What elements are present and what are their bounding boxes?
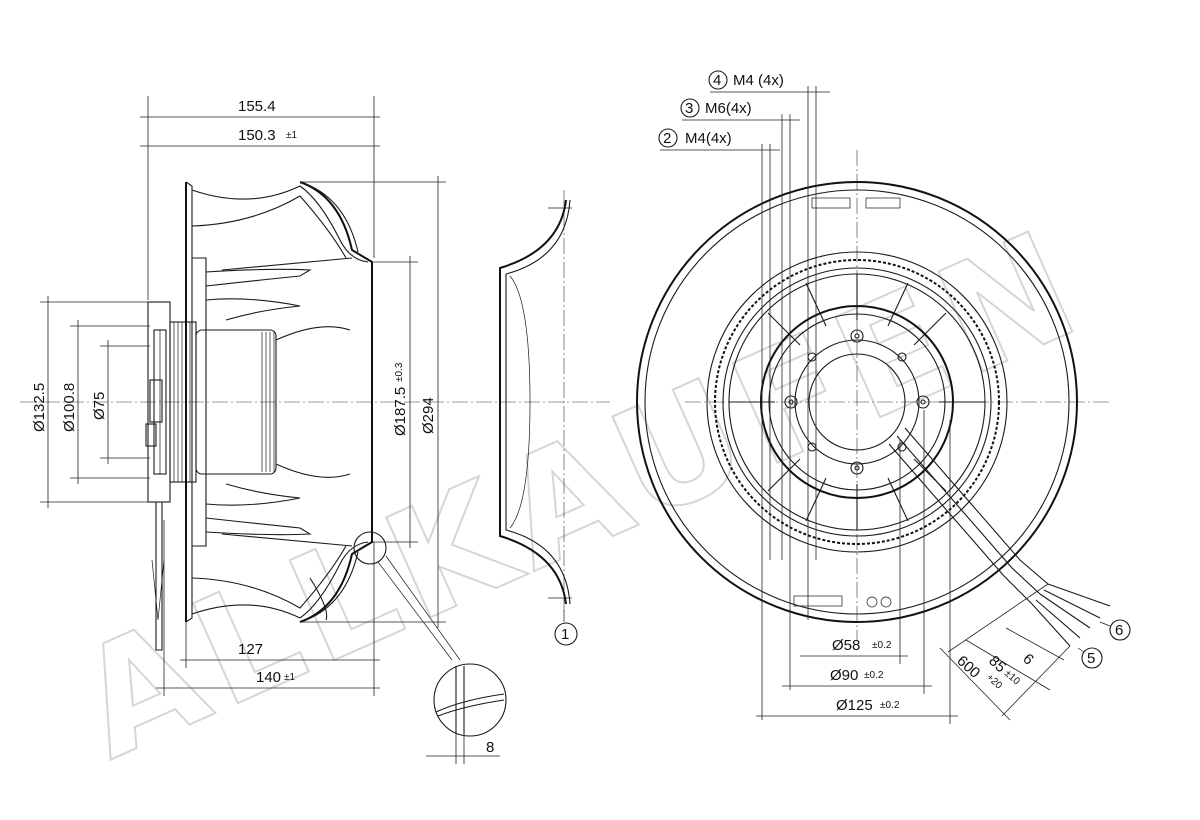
dim-150-label: 150.3 (238, 127, 276, 144)
dim-75-label: Ø75 (91, 392, 108, 420)
detail-marker (353, 531, 387, 565)
dim-187-tol: ±0.3 (394, 362, 405, 382)
callout-2-num: 2 (663, 130, 671, 147)
inlet-ring (499, 199, 567, 605)
callout-4-num: 4 (713, 72, 721, 89)
dim-127-label: 127 (238, 641, 263, 658)
dim-58-tol: ±0.2 (872, 640, 892, 651)
dim-125-label: Ø125 (836, 697, 873, 714)
dim-58-label: Ø58 (832, 637, 860, 654)
label-plate-1 (811, 197, 851, 209)
dim-125: Ø125 ±0.2 (756, 420, 958, 724)
callout-3-label: M6(4x) (705, 100, 752, 117)
cable (155, 502, 163, 651)
dim-155-label: 155.4 (238, 98, 276, 115)
impeller-shroud (299, 181, 373, 623)
callout-5-circle (1081, 647, 1103, 669)
callout-1-circle (554, 622, 578, 646)
callout-4: 4 M4 (4x) (708, 70, 830, 620)
detail-dim-8: 8 (486, 739, 494, 756)
callout-4-label: M4 (4x) (733, 72, 784, 89)
callout-3: 3 M6(4x) (680, 98, 800, 690)
dim-294-label: Ø294 (420, 397, 437, 434)
side-view: 8 155.4 150.3 ±1 Ø294 Ø187.5 ±0.3 (20, 96, 610, 764)
cable-dim-85-tol: ±10 (1002, 668, 1022, 688)
label-plate-3 (793, 595, 843, 607)
cable-bundle (888, 427, 1111, 647)
callout-5: 5 (1087, 650, 1095, 667)
detail-view (433, 663, 507, 737)
outer-rim (636, 181, 1078, 623)
dim-127: 127 (180, 542, 380, 696)
callout-1: 1 (561, 626, 569, 643)
callout-2-label: M4(4x) (685, 130, 732, 147)
callout-6-circle (1109, 619, 1131, 641)
dim-140-tol: ±1 (284, 672, 295, 683)
dim-100: Ø100.8 (61, 320, 150, 484)
cable-dims: 6 85 ±10 600 +20 (939, 583, 1071, 721)
dim-58: Ø58 ±0.2 (800, 440, 908, 664)
dim-140-label: 140 (256, 669, 281, 686)
dim-294: Ø294 (300, 176, 446, 628)
dim-125-tol: ±0.2 (880, 700, 900, 711)
dim-90: Ø90 ±0.2 (782, 410, 932, 694)
terminal-box (149, 379, 163, 423)
dim-150-tol: ±1 (286, 130, 297, 141)
blade-ring-hatched (714, 259, 1000, 545)
hub-inner (794, 339, 920, 465)
blade-ring-outer (706, 251, 1008, 553)
cable-dim-600-tol: +20 (984, 672, 1004, 692)
dim-187-label: Ø187.5 (392, 387, 409, 436)
dim-132: Ø132.5 (31, 296, 148, 508)
label-plate-2 (865, 197, 901, 209)
callout-2: 2 M4(4x) (658, 128, 780, 720)
dim-100-label: Ø100.8 (61, 383, 78, 432)
callout-6: 6 (1115, 622, 1123, 639)
dim-75: Ø75 (91, 340, 150, 464)
impeller-blades (191, 185, 369, 621)
dim-90-label: Ø90 (830, 667, 858, 684)
hub-outer (760, 305, 954, 499)
front-view: 4 M4 (4x) 3 M6(4x) 2 M4(4x) Ø58 (636, 70, 1131, 724)
motor-rotor (195, 329, 277, 475)
cable-dim-600: 600 (953, 652, 983, 681)
inlet-ring-view: 1 (499, 190, 578, 646)
dim-140: 140 ±1 (156, 520, 380, 696)
rotor-ribs (261, 332, 275, 472)
dim-150: 150.3 ±1 (140, 127, 380, 147)
dim-155: 155.4 (140, 96, 380, 300)
cable-dim-6: 6 (1019, 650, 1037, 668)
dim-132-label: Ø132.5 (31, 383, 48, 432)
callout-3-num: 3 (685, 100, 693, 117)
dim-90-tol: ±0.2 (864, 670, 884, 681)
dim-187: Ø187.5 ±0.3 (372, 256, 418, 548)
